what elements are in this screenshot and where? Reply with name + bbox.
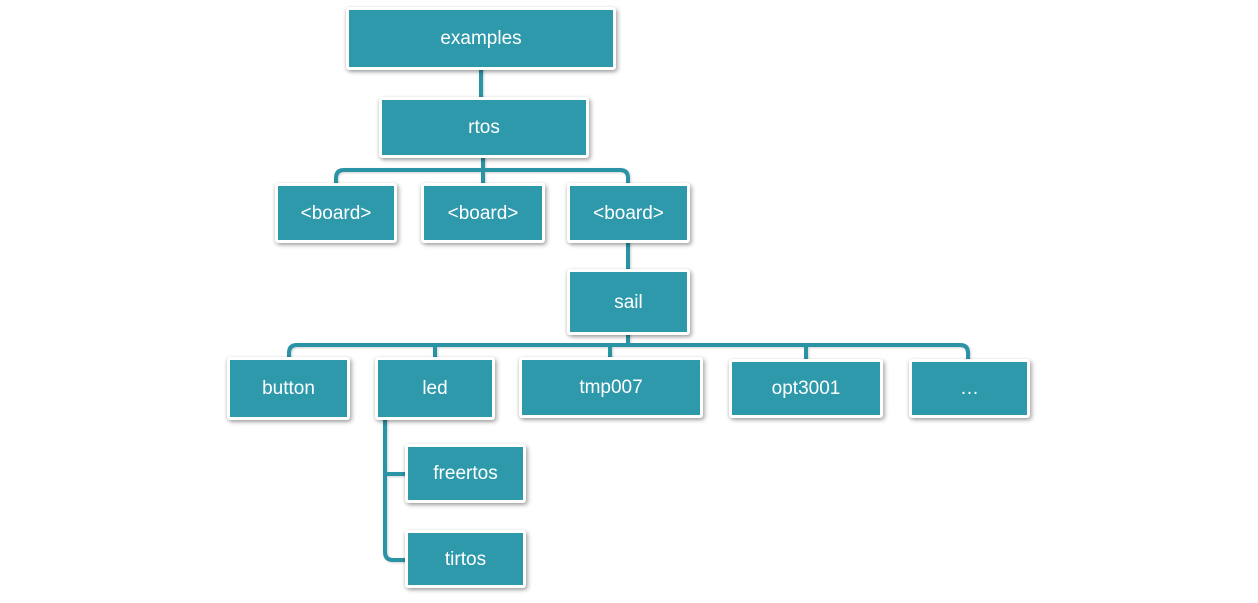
node-led: led [375, 357, 495, 420]
node-label: … [960, 378, 979, 399]
node-label: <board> [593, 202, 664, 224]
node-ellipsis: … [909, 359, 1030, 418]
connector-sail-children-rail [287, 343, 970, 361]
node-board-2: <board> [421, 183, 545, 243]
node-board-3: <board> [567, 183, 690, 243]
node-label: opt3001 [771, 378, 841, 399]
node-label: rtos [468, 117, 500, 138]
node-opt3001: opt3001 [729, 359, 883, 418]
node-examples: examples [346, 7, 616, 70]
node-label: <board> [447, 202, 519, 224]
node-tmp007: tmp007 [519, 357, 703, 418]
node-sail: sail [567, 269, 690, 335]
node-label: sail [614, 291, 643, 313]
node-board-1: <board> [275, 183, 397, 243]
connector-led-tirtos [383, 416, 409, 562]
node-label: tirtos [444, 548, 487, 570]
connector-rtos-boards-rail [334, 168, 630, 187]
node-rtos: rtos [379, 97, 589, 158]
node-label: examples [440, 28, 522, 49]
node-freertos: freertos [405, 444, 526, 503]
node-label: button [262, 378, 315, 399]
node-label: freertos [433, 463, 498, 484]
node-label: <board> [300, 202, 372, 224]
node-label: led [422, 378, 448, 399]
node-label: tmp007 [579, 377, 643, 398]
node-tirtos: tirtos [405, 530, 526, 588]
node-button: button [227, 357, 350, 420]
